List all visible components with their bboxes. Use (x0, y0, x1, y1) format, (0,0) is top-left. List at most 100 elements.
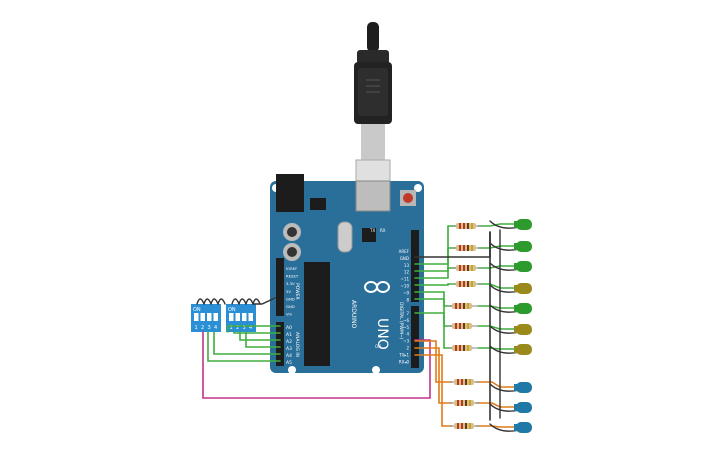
dip-position-label: 2 (236, 325, 239, 331)
wire[interactable] (217, 298, 226, 305)
wire[interactable] (477, 305, 515, 309)
power-pin-label: Vin (286, 312, 293, 317)
dip-toggle[interactable] (207, 313, 212, 321)
power-header (276, 258, 284, 316)
digital-pin-label: ~5 (403, 325, 409, 330)
wire[interactable] (475, 425, 515, 428)
analog-pin-label: A1 (286, 332, 292, 338)
led-blue[interactable] (514, 382, 532, 393)
resistor[interactable] (450, 379, 480, 385)
led-green[interactable] (514, 261, 532, 272)
dip-on-label: ON (193, 307, 201, 313)
wire[interactable] (207, 331, 281, 362)
resistor[interactable] (452, 265, 482, 271)
led-yellow[interactable] (514, 283, 532, 294)
led-green[interactable] (514, 303, 532, 314)
wire[interactable] (245, 298, 254, 305)
analog-pin-label: A3 (286, 346, 292, 352)
digital-pin-label: ~6 (403, 318, 409, 323)
dip-position-label: 3 (243, 325, 246, 331)
wire[interactable] (210, 298, 219, 305)
dip-on-label: ON (228, 307, 236, 313)
resistor[interactable] (450, 400, 480, 406)
wire[interactable] (238, 298, 247, 305)
resistor[interactable] (452, 223, 482, 229)
resistor[interactable] (448, 303, 478, 309)
digital-pin-label: 13 (404, 263, 410, 268)
wire[interactable] (245, 331, 281, 348)
barrel-jack (276, 174, 304, 212)
wire[interactable] (202, 331, 431, 399)
digital-pin-label: AREF (399, 249, 410, 254)
led-blue[interactable] (514, 402, 532, 413)
led-green[interactable] (514, 241, 532, 252)
dip-position-label: 4 (214, 325, 217, 331)
wire[interactable] (414, 347, 453, 404)
dip-toggle[interactable] (242, 313, 247, 321)
led-yellow[interactable] (514, 344, 532, 355)
power-pin-label: 5V (286, 289, 291, 294)
wire[interactable] (475, 402, 515, 408)
power-pin-label: 3.3V (286, 281, 295, 286)
tx-led-label: TX (369, 228, 375, 233)
dip-toggle[interactable] (200, 313, 206, 321)
dip-position-label: 1 (195, 325, 198, 331)
arduino-uno-board[interactable]: ARDUINO UNO POWER ANALOG IN DIGITAL (PWM… (270, 174, 424, 374)
digital-pin-label: ~10 (401, 284, 410, 289)
wire[interactable] (213, 331, 281, 355)
dip-toggle[interactable] (194, 313, 199, 321)
resistor[interactable] (450, 423, 480, 429)
analog-header-label: ANALOG IN (294, 332, 300, 357)
digital-pin-label: TX▸1 (398, 352, 409, 357)
dip-position-label: 1 (230, 325, 233, 331)
digital-pin-label: 8 (406, 297, 409, 302)
wire[interactable] (233, 331, 281, 334)
analog-pin-label: A5 (286, 360, 292, 366)
wire[interactable] (477, 325, 515, 330)
wire[interactable] (239, 331, 281, 341)
resistor[interactable] (448, 345, 478, 351)
power-pin-label: GND (286, 296, 295, 301)
dip-toggle[interactable] (213, 313, 219, 321)
analog-header (276, 322, 284, 366)
dip-toggle[interactable] (229, 313, 234, 321)
analog-pin-label: A4 (286, 353, 292, 359)
wire[interactable] (203, 298, 212, 305)
resistor[interactable] (448, 323, 478, 329)
wire[interactable] (477, 347, 515, 350)
led-yellow[interactable] (514, 324, 532, 335)
resistor[interactable] (452, 281, 482, 287)
wire[interactable] (252, 298, 261, 305)
wire[interactable] (252, 297, 276, 305)
led-blue[interactable] (514, 422, 532, 433)
digital-pin-label: 4 (406, 332, 409, 337)
wire[interactable] (477, 283, 515, 289)
dip-position-label: 2 (201, 325, 204, 331)
dip-toggle[interactable] (235, 313, 241, 321)
wire[interactable] (475, 381, 515, 388)
power-header-label: POWER (294, 283, 300, 300)
dip-toggle[interactable] (248, 313, 254, 321)
digital-pin-label: 12 (404, 270, 410, 275)
dip-position-label: 3 (208, 325, 211, 331)
wire[interactable] (414, 354, 453, 427)
wire[interactable] (414, 231, 491, 258)
digital-header-high (411, 230, 419, 302)
wire[interactable] (231, 298, 240, 305)
wire[interactable] (227, 325, 281, 333)
atmega-chip (304, 262, 330, 366)
digital-pin-label: ~3 (403, 339, 409, 344)
digital-pin-label: ~11 (401, 277, 410, 282)
wire[interactable] (196, 298, 205, 305)
on-led-label: ON (375, 344, 381, 349)
power-pin-label: RESET (286, 274, 299, 279)
led-green[interactable] (514, 219, 532, 230)
digital-header-label: DIGITAL (PWM~) (398, 302, 404, 340)
digital-header-low (411, 306, 419, 368)
digital-pin-label: 7 (406, 311, 409, 316)
digital-pin-label: ~9 (403, 290, 409, 295)
resistor[interactable] (452, 245, 482, 251)
brand-label: ARDUINO (350, 300, 357, 329)
